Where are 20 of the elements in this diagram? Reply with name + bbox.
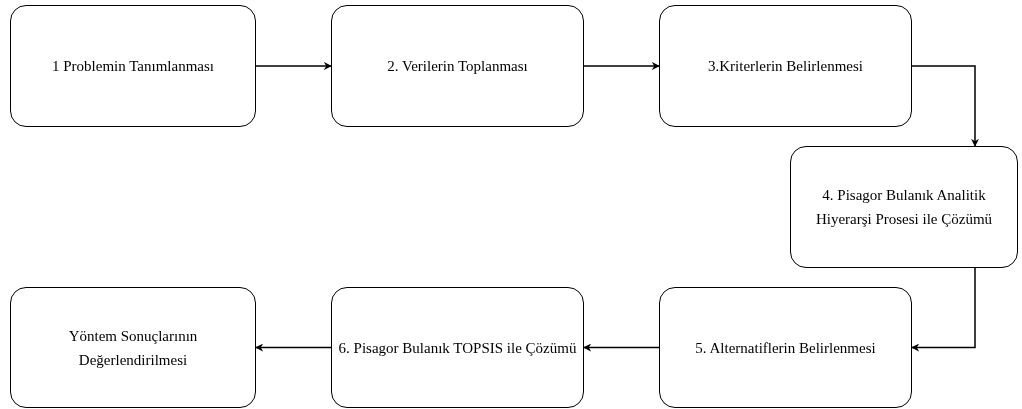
process-box (659, 5, 912, 127)
arrow (255, 343, 332, 352)
arrow (911, 65, 979, 147)
arrow (255, 62, 332, 70)
process-box (10, 5, 256, 127)
arrow (583, 343, 660, 352)
step-label: 4. Pisagor Bulanık Analitik Hiyerarşi Prosesi ile Çözümü (814, 186, 994, 229)
process-box (790, 146, 1018, 268)
step-label: Yöntem Sonuçlarının Değerlendirilmesi (67, 326, 199, 370)
process-box (659, 287, 912, 408)
step-label: 2. Verilerin Toplanması (387, 57, 528, 76)
process-box (331, 287, 584, 408)
step-label: 6. Pisagor Bulanık TOPSIS ile Çözümü (338, 338, 577, 358)
step-label: 3.Kriterlerin Belirlenmesi (708, 57, 863, 76)
arrow (911, 267, 976, 352)
process-box (10, 287, 256, 408)
step-label: 1 Problemin Tanımlanması (52, 57, 214, 76)
arrow (583, 62, 660, 70)
process-box (331, 5, 584, 127)
step-label: 5. Alternatiflerin Belirlenmesi (695, 338, 876, 358)
